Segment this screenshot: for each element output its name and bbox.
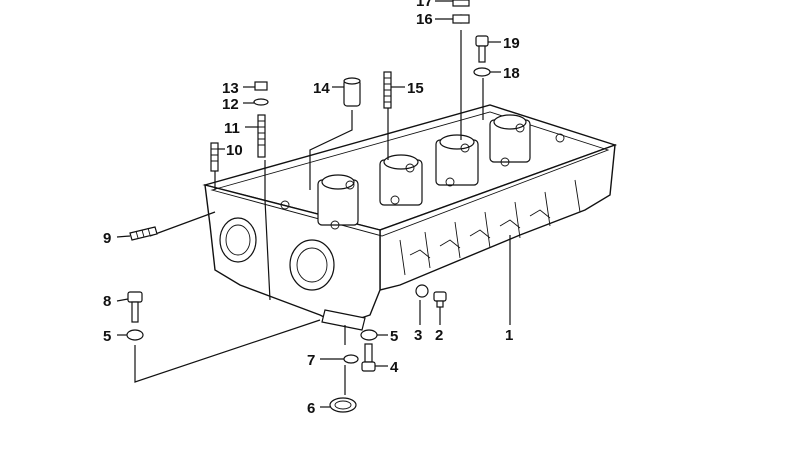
callout-4: 4	[390, 359, 399, 376]
part-5-washer-left	[126, 329, 144, 341]
part-6-seal-ring	[329, 397, 357, 413]
callout-14: 14	[313, 80, 330, 97]
callout-1: 1	[505, 327, 513, 344]
callout-8: 8	[103, 293, 111, 310]
callout-3: 3	[414, 327, 422, 344]
part-16-washer	[452, 14, 470, 24]
callout-5-left: 5	[103, 328, 111, 345]
callout-13: 13	[222, 80, 239, 97]
callout-5-right: 5	[390, 328, 398, 345]
part-10-stud	[210, 142, 219, 172]
callout-2: 2	[435, 327, 443, 344]
callout-12: 12	[222, 96, 239, 113]
callout-7: 7	[307, 352, 315, 369]
part-14-sleeve	[343, 77, 361, 107]
part-3-plug	[415, 284, 429, 298]
part-8-bolt	[127, 291, 143, 323]
callout-16: 16	[416, 11, 433, 28]
part-4-bolt	[361, 343, 376, 372]
part-9-stud	[129, 226, 158, 241]
part-13-nut	[254, 81, 268, 91]
part-19-bolt	[475, 35, 489, 63]
part-18-washer	[473, 67, 491, 77]
callout-17: 17	[416, 0, 433, 10]
callout-6: 6	[307, 400, 315, 417]
callout-labels: 17 16 19 18 15 14 13 12 11 10 9 8 5 5 4 …	[103, 0, 520, 417]
part-17-nut	[452, 0, 470, 7]
leader-lines	[134, 30, 511, 395]
part-12-washer	[253, 98, 269, 106]
cylinder-head	[202, 104, 618, 331]
callout-18: 18	[503, 65, 520, 82]
part-11-stud	[257, 114, 266, 158]
callout-stubs	[116, 0, 501, 408]
callout-15: 15	[407, 80, 424, 97]
callout-19: 19	[503, 35, 520, 52]
callout-9: 9	[103, 230, 111, 247]
part-15-stud	[383, 71, 392, 109]
part-7-oring	[343, 354, 359, 364]
part-2-plug	[433, 291, 447, 308]
callout-10: 10	[226, 142, 243, 159]
part-5-washer-right	[360, 329, 378, 341]
callout-11: 11	[224, 120, 240, 137]
